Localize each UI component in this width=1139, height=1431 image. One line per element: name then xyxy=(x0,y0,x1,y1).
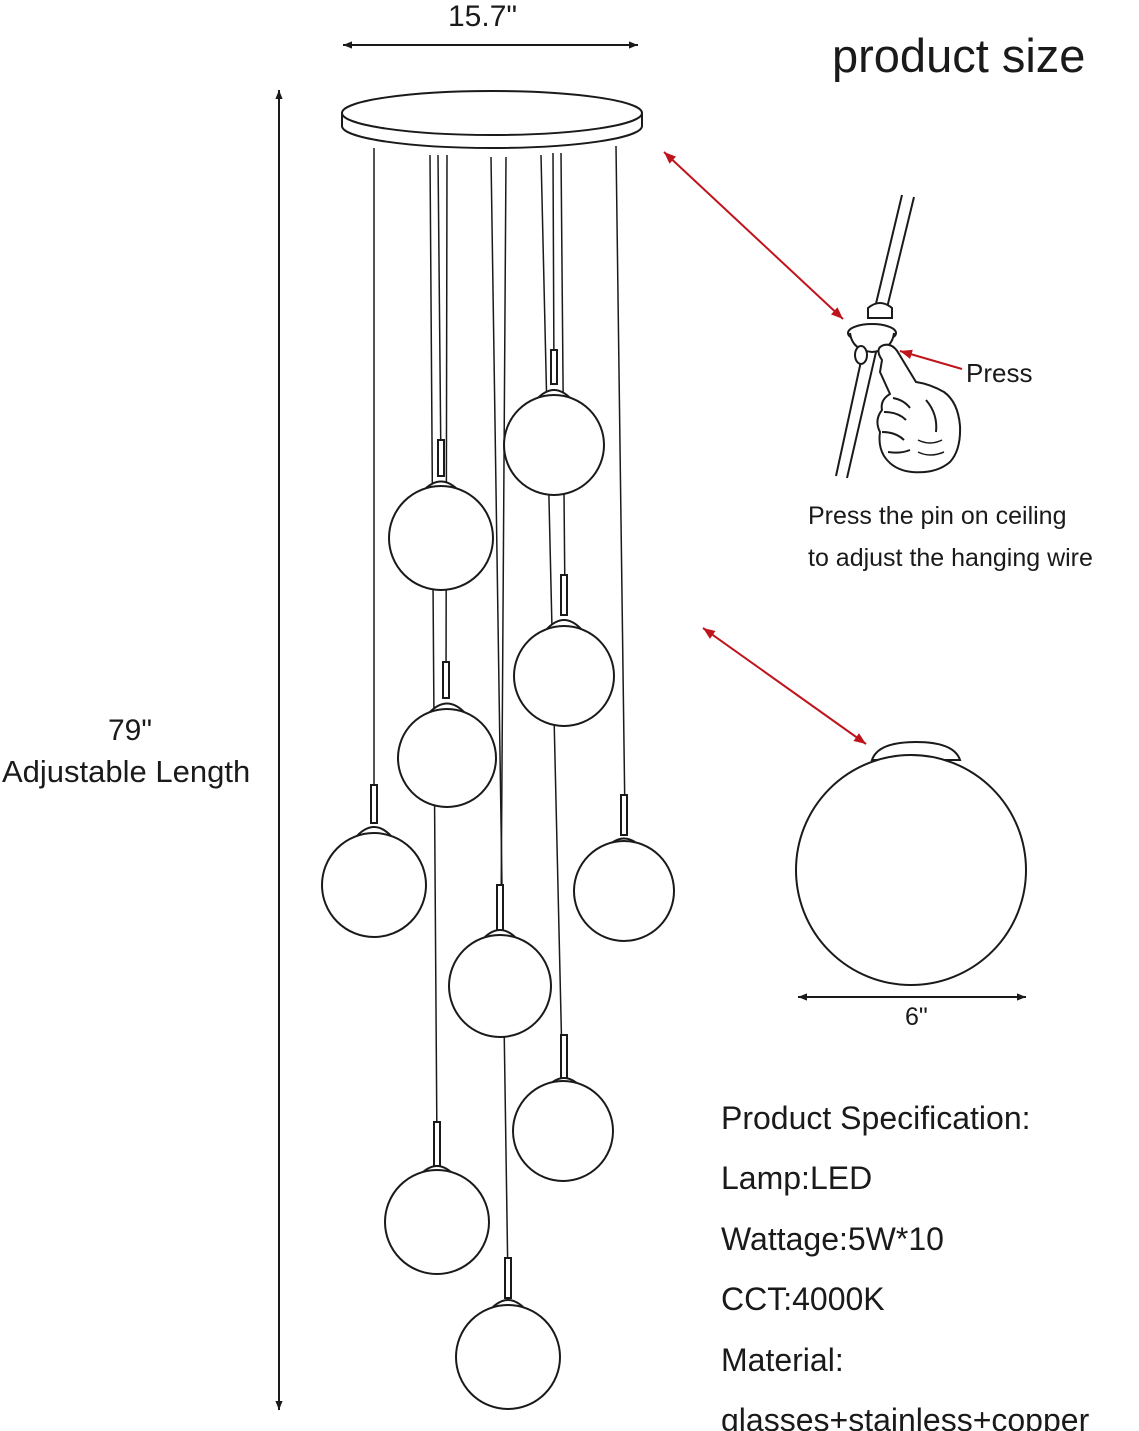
ball-diameter-label: 6" xyxy=(905,1003,928,1031)
pendant-globe-icon xyxy=(503,349,605,496)
spec-wattage: Wattage:5W*10 xyxy=(721,1220,944,1257)
spec-heading: Product Specification: xyxy=(721,1100,1031,1136)
spec-lamp: Lamp:LED xyxy=(721,1160,873,1197)
press-note: Press the pin on ceiling to adjust the h… xyxy=(808,495,1093,579)
hanging-wires xyxy=(373,145,626,1286)
pin-detail-arrow xyxy=(663,151,844,320)
press-note-line: Press the pin on ceiling xyxy=(808,502,1067,530)
pendant-globe-icon xyxy=(448,884,552,1038)
pendant-globe-icon xyxy=(573,794,675,942)
press-label: Press xyxy=(966,358,1033,388)
canopy-diameter-label: 15.7" xyxy=(448,0,518,33)
adjustable-length-label: Adjustable Length xyxy=(2,754,251,789)
pendant-globe-icon xyxy=(513,574,615,727)
spec-cct: CCT:4000K xyxy=(721,1281,885,1318)
pendant-globe-icon xyxy=(384,1121,490,1275)
spec-material-label: Material: xyxy=(721,1341,844,1378)
pendant-globe-icon xyxy=(512,1034,614,1182)
press-pointer-arrow xyxy=(899,349,963,370)
pendant-globe-icon xyxy=(455,1257,561,1410)
page-title: product size xyxy=(832,29,1086,82)
pendant-globe-icon xyxy=(321,784,427,938)
pendant-globes xyxy=(321,349,675,1410)
pointing-hand-icon xyxy=(876,343,962,474)
globe-closeup xyxy=(795,740,1027,986)
pendant-globe-icon xyxy=(397,661,497,808)
press-note-line: to adjust the hanging wire xyxy=(808,544,1093,572)
adjustable-length-value: 79" xyxy=(108,714,153,747)
ceiling-canopy xyxy=(341,90,643,149)
product-specification: Product Specification: Lamp:LED Wattage:… xyxy=(721,1088,1089,1431)
globe-detail-arrow xyxy=(702,627,867,745)
pendant-globe-icon xyxy=(388,439,494,591)
spec-material-value: glasses+stainless+copper xyxy=(721,1402,1090,1431)
